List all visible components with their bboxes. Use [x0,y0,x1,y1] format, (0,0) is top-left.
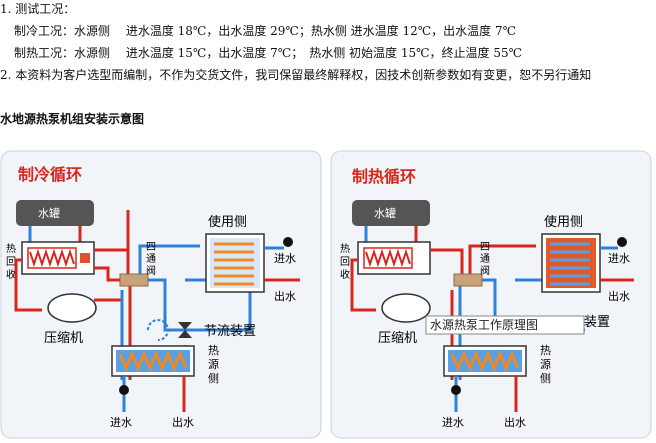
valve-char: 阀 [480,264,490,277]
heat-recovery-char: 回 [6,256,16,268]
compressor [47,293,97,323]
valve-char: 阀 [146,264,156,277]
tooltip-text: 水源热泵工作原理图 [430,318,538,332]
tank-label: 水罐 [374,207,396,220]
four-way-valve [453,273,483,287]
pump-icon [119,385,129,395]
user-in-water: 进水 [608,252,630,265]
pump-icon [451,385,461,395]
pump-icon [283,237,293,247]
cooling-cycle-diagram: 制冷循环 水罐 热 回 收 四 通 阀 使用侧 进水 出水 压缩机 节流装置 热 [0,150,322,439]
heat-recovery-char: 收 [6,268,16,281]
valve-char: 四 [146,242,156,253]
heat-recovery-char: 热 [340,242,350,255]
throttle-label: 装置 [584,315,610,330]
compressor [381,293,431,323]
user-side-label: 使用侧 [544,214,583,230]
user-out-water: 出水 [608,289,630,303]
source-char: 热 [208,344,219,357]
throttle-label: 节流装置 [204,324,256,339]
water-tank [16,200,94,226]
valve-char: 通 [480,253,490,265]
tank-label: 水罐 [38,207,60,220]
heat-recovery-char: 收 [340,268,350,281]
source-out-water: 出水 [172,415,194,429]
user-out-water: 出水 [274,289,296,303]
user-in-water: 进水 [274,252,296,265]
pump-icon [617,237,627,247]
source-char: 侧 [208,372,219,385]
cycle-title: 制冷循环 [18,165,82,184]
cooling-condition-line: 制冷工况：水源侧 进水温度 18℃，出水温度 29℃；热水侧 进水温度 12℃，… [14,24,517,38]
test-conditions-title: 1. 测试工况： [0,2,76,16]
user-side-label: 使用侧 [208,214,247,230]
heat-recovery-char: 热 [6,242,16,255]
water-tank [352,200,430,226]
valve-char: 通 [146,253,156,265]
valve-char: 四 [480,242,490,253]
source-char: 热 [540,344,551,357]
install-diagram-heading: 水地源热泵机组安装示意图 [0,112,145,126]
source-out-water: 出水 [504,415,526,429]
compressor-label: 压缩机 [44,330,83,346]
source-char: 侧 [540,372,551,385]
throttle-valve-icon [178,322,192,330]
source-in-water: 进水 [110,416,132,429]
source-in-water: 进水 [442,416,464,429]
four-way-valve [119,273,149,287]
heating-condition-line: 制热工况：水源侧 进水温度 15℃，出水温度 7℃； 热水侧 初始温度 15℃，… [14,46,523,60]
compressor-label: 压缩机 [378,330,417,346]
source-char: 源 [540,357,551,371]
source-char: 源 [208,357,219,371]
heating-cycle-diagram: 制热循环 水罐 热 回 收 四 通 阀 使用侧 进水 出水 压缩机 装置 热 源… [330,150,652,439]
heat-recovery-char: 回 [340,256,350,268]
cycle-title: 制热循环 [352,167,416,186]
disclaimer-line: 2. 本资料为客户选型而编制，不作为交货文件，我司保留最终解释权，因技术创新参数… [0,68,592,82]
tooltip [425,315,585,335]
